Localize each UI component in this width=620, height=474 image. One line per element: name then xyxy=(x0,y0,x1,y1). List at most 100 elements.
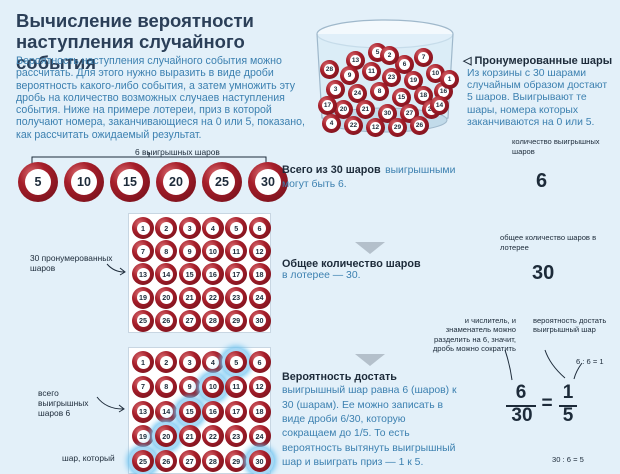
fraction-den: 30 xyxy=(511,405,533,426)
grid-ball-number: 1 xyxy=(136,221,150,235)
grid-ball-number: 10 xyxy=(206,380,220,394)
grid-ball-number: 27 xyxy=(183,314,197,328)
winning-ball: 25 xyxy=(202,162,242,202)
bowl-ball: 13 xyxy=(346,51,365,70)
grid-ball: 12 xyxy=(248,240,271,263)
grid-ball: 15 xyxy=(178,263,201,286)
grid-ball-number: 26 xyxy=(159,454,173,468)
grid-ball: 25 xyxy=(132,309,154,332)
fraction-num: 6 xyxy=(515,382,527,403)
side-label-winning: количество выигрышных шаров xyxy=(512,137,600,156)
ball-bowl: 1356728911231910324815181620213027252212… xyxy=(310,8,460,138)
side-label-total: общее количество шаров в лотерее xyxy=(500,233,597,252)
winning-text: выигрышными могут быть 6. xyxy=(282,165,456,191)
grid-ball: 12 xyxy=(248,375,271,398)
bowl-ball: 4 xyxy=(322,114,341,133)
grid-ball-number: 20 xyxy=(159,291,173,305)
grid-ball: 29 xyxy=(225,309,248,332)
side-value-winning: 6 xyxy=(536,170,548,192)
bowl-ball-number: 4 xyxy=(326,118,337,129)
bowl-ball-number: 19 xyxy=(408,75,419,86)
grid-ball: 27 xyxy=(178,309,201,332)
grid-ball-number: 3 xyxy=(183,355,197,369)
grid-ball: 23 xyxy=(225,425,248,448)
grid-ball-number: 18 xyxy=(253,405,266,419)
bowl-ball: 3 xyxy=(326,80,345,99)
grid-ball-number: 28 xyxy=(206,314,220,328)
grid-ball: 21 xyxy=(178,425,201,448)
grid-ball: 30 xyxy=(248,309,271,332)
grid-ball-number: 22 xyxy=(206,291,220,305)
calc-top: 6 : 6 = 1 xyxy=(576,357,604,366)
grid-ball: 20 xyxy=(155,425,178,448)
winning-ball-number: 20 xyxy=(163,169,189,195)
grid-ball: 14 xyxy=(155,263,178,286)
grid-ball-number: 30 xyxy=(253,314,266,328)
grid-ball-number: 10 xyxy=(206,244,220,258)
bowl-ball-number: 3 xyxy=(330,84,341,95)
grid1-title: Общее количество шаров xyxy=(282,258,421,270)
grid-ball-number: 11 xyxy=(229,244,243,258)
bowl-caption-title-text: Пронумерованные шары xyxy=(474,55,613,67)
page-title: Вычисление вероятности наступления случа… xyxy=(16,10,316,73)
bowl-ball-number: 30 xyxy=(382,108,393,119)
grid-ball-number: 25 xyxy=(136,454,150,468)
bowl-ball-number: 1 xyxy=(444,74,455,85)
bowl-ball: 19 xyxy=(404,71,423,90)
grid-ball-number: 21 xyxy=(183,429,197,443)
grid-ball: 5 xyxy=(225,217,248,239)
bowl-caption-text: Из корзины с 30 шарами случайным образом… xyxy=(467,68,608,128)
bowl-ball-number: 9 xyxy=(344,70,355,81)
grid-ball: 13 xyxy=(132,400,154,423)
winning-ball-number: 30 xyxy=(255,169,281,195)
grid-ball: 18 xyxy=(248,400,271,423)
grid-ball-number: 30 xyxy=(253,454,266,468)
grid-ball-number: 9 xyxy=(183,244,197,258)
grid-ball-number: 23 xyxy=(229,291,243,305)
bowl-balls: 1356728911231910324815181620213027252212… xyxy=(310,8,460,138)
grid-ball-number: 27 xyxy=(183,454,197,468)
grid-ball: 7 xyxy=(132,375,154,398)
grid-ball: 8 xyxy=(155,240,178,263)
bowl-ball-number: 13 xyxy=(350,55,361,66)
grid-ball: 7 xyxy=(132,240,154,263)
grid-ball-number: 26 xyxy=(159,314,173,328)
grid-ball-number: 3 xyxy=(183,221,197,235)
arrow-right-icon xyxy=(106,263,126,276)
grid-ball-number: 5 xyxy=(229,355,243,369)
grid-ball-number: 7 xyxy=(136,380,150,394)
grid-ball: 17 xyxy=(225,400,248,423)
bowl-ball: 24 xyxy=(348,84,367,103)
grid-ball-number: 12 xyxy=(253,380,266,394)
grid1-text: в лотерее — 30. xyxy=(282,270,361,281)
grid-ball-number: 14 xyxy=(159,405,173,419)
grid-ball: 10 xyxy=(201,240,224,263)
winning-ball: 10 xyxy=(64,162,104,202)
grid-ball: 8 xyxy=(155,375,178,398)
bowl-ball: 7 xyxy=(414,48,433,67)
grid-ball: 25 xyxy=(132,450,154,473)
grid-ball: 1 xyxy=(132,217,154,239)
grid-ball-number: 15 xyxy=(183,405,197,419)
arrow-right-icon-2 xyxy=(96,396,125,413)
grid-ball-number: 11 xyxy=(229,380,243,394)
bowl-ball-number: 2 xyxy=(384,50,395,61)
bowl-ball-number: 14 xyxy=(434,100,445,111)
grid-ball: 22 xyxy=(201,286,224,309)
winning-desc: Всего из 30 шаров выигрышными могут быть… xyxy=(282,163,462,192)
fraction-note-right: вероятность достать выигрышный шар xyxy=(533,316,607,335)
bowl-ball: 23 xyxy=(382,68,401,87)
grid-ball-number: 7 xyxy=(136,244,150,258)
grid-ball-number: 20 xyxy=(159,429,173,443)
grid-ball: 13 xyxy=(132,263,154,286)
bowl-ball: 17 xyxy=(318,96,337,115)
bowl-ball: 15 xyxy=(392,88,411,107)
grid-ball: 3 xyxy=(178,217,201,239)
grid-ball: 16 xyxy=(201,400,224,423)
winning-ball-number: 15 xyxy=(117,169,143,195)
title-line-1: Вычисление вероятности xyxy=(16,10,254,31)
winning-ball: 15 xyxy=(110,162,150,202)
grid-ball: 16 xyxy=(201,263,224,286)
fraction-num2: 1 xyxy=(562,382,574,403)
grid-ball: 2 xyxy=(155,351,178,373)
